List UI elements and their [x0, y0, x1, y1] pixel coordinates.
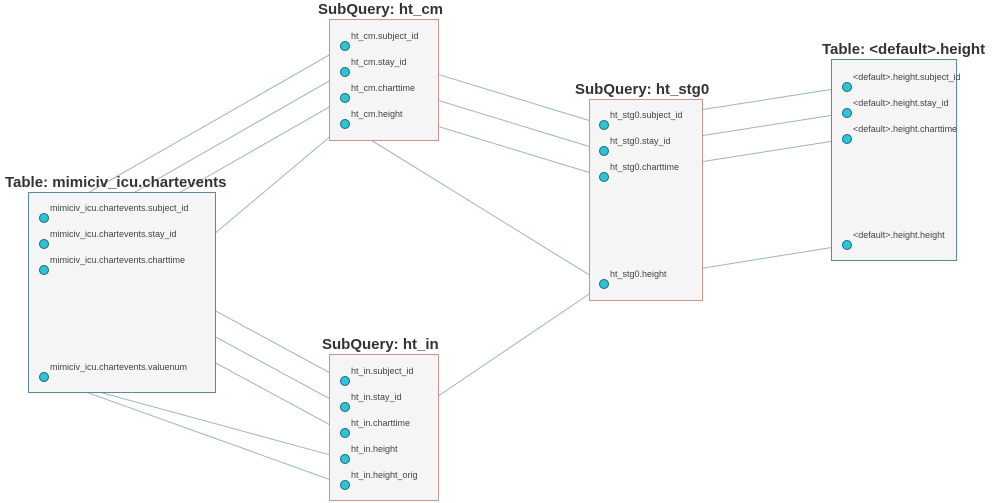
port-ht-stg0-3[interactable] — [599, 279, 609, 289]
port-chartevents-1[interactable] — [39, 239, 49, 249]
port-ht-stg0-1[interactable] — [599, 146, 609, 156]
column-label-ht-cm-1: ht_cm.stay_id — [351, 57, 407, 67]
port-ht-cm-2[interactable] — [340, 93, 350, 103]
port-ht-in-4[interactable] — [340, 480, 350, 490]
column-label-chartevents-1: mimiciv_icu.chartevents.stay_id — [50, 229, 177, 239]
port-chartevents-2[interactable] — [39, 265, 49, 275]
column-label-ht-in-1: ht_in.stay_id — [351, 392, 402, 402]
column-label-chartevents-0: mimiciv_icu.chartevents.subject_id — [50, 203, 189, 213]
column-label-ht-cm-3: ht_cm.height — [351, 109, 403, 119]
port-chartevents-0[interactable] — [39, 213, 49, 223]
node-title-ht-cm: SubQuery: ht_cm — [318, 1, 444, 18]
port-ht-in-2[interactable] — [340, 428, 350, 438]
column-label-ht-in-0: ht_in.subject_id — [351, 366, 414, 376]
column-label-ht-stg0-0: ht_stg0.subject_id — [610, 110, 683, 120]
node-title-ht-in: SubQuery: ht_in — [322, 336, 439, 353]
port-ht-in-0[interactable] — [340, 376, 350, 386]
port-ht-cm-1[interactable] — [340, 67, 350, 77]
port-ht-stg0-2[interactable] — [599, 172, 609, 182]
node-title-ht-stg0: SubQuery: ht_stg0 — [575, 81, 710, 98]
column-label-ht-stg0-1: ht_stg0.stay_id — [610, 136, 671, 146]
column-label-ht-stg0-3: ht_stg0.height — [610, 269, 667, 279]
column-label-ht-cm-2: ht_cm.charttime — [351, 83, 416, 93]
port-ht-cm-0[interactable] — [340, 41, 350, 51]
port-ht-cm-3[interactable] — [340, 119, 350, 129]
column-label-ht-in-2: ht_in.charttime — [351, 418, 411, 428]
column-label-ht-in-3: ht_in.height — [351, 444, 398, 454]
column-label-height-3: <default>.height.height — [853, 230, 945, 240]
port-height-1[interactable] — [842, 108, 852, 118]
edge-ht_cm-3-to-ht_stg0-3 — [349, 126, 600, 282]
node-box-ht-stg0[interactable] — [589, 99, 703, 301]
node-title-height: Table: <default>.height — [822, 41, 986, 58]
port-ht-in-3[interactable] — [340, 454, 350, 464]
column-label-chartevents-3: mimiciv_icu.chartevents.valuenum — [50, 362, 188, 372]
node-title-chartevents: Table: mimiciv_icu.chartevents — [5, 174, 227, 191]
node-box-height[interactable] — [831, 59, 957, 261]
column-label-chartevents-2: mimiciv_icu.chartevents.charttime — [50, 255, 186, 265]
node-box-chartevents[interactable] — [28, 192, 216, 393]
column-label-ht-in-4: ht_in.height_orig — [351, 470, 418, 480]
column-label-height-0: <default>.height.subject_id — [853, 72, 961, 82]
port-chartevents-3[interactable] — [39, 372, 49, 382]
edge-chartevents-3-to-ht_in-4 — [49, 378, 341, 485]
column-label-height-2: <default>.height.charttime — [853, 124, 958, 134]
column-label-ht-cm-0: ht_cm.subject_id — [351, 31, 419, 41]
port-height-0[interactable] — [842, 82, 852, 92]
column-label-ht-stg0-2: ht_stg0.charttime — [610, 162, 680, 172]
port-height-3[interactable] — [842, 240, 852, 250]
column-label-height-1: <default>.height.stay_id — [853, 98, 949, 108]
port-ht-stg0-0[interactable] — [599, 120, 609, 130]
port-ht-in-1[interactable] — [340, 402, 350, 412]
port-height-2[interactable] — [842, 134, 852, 144]
